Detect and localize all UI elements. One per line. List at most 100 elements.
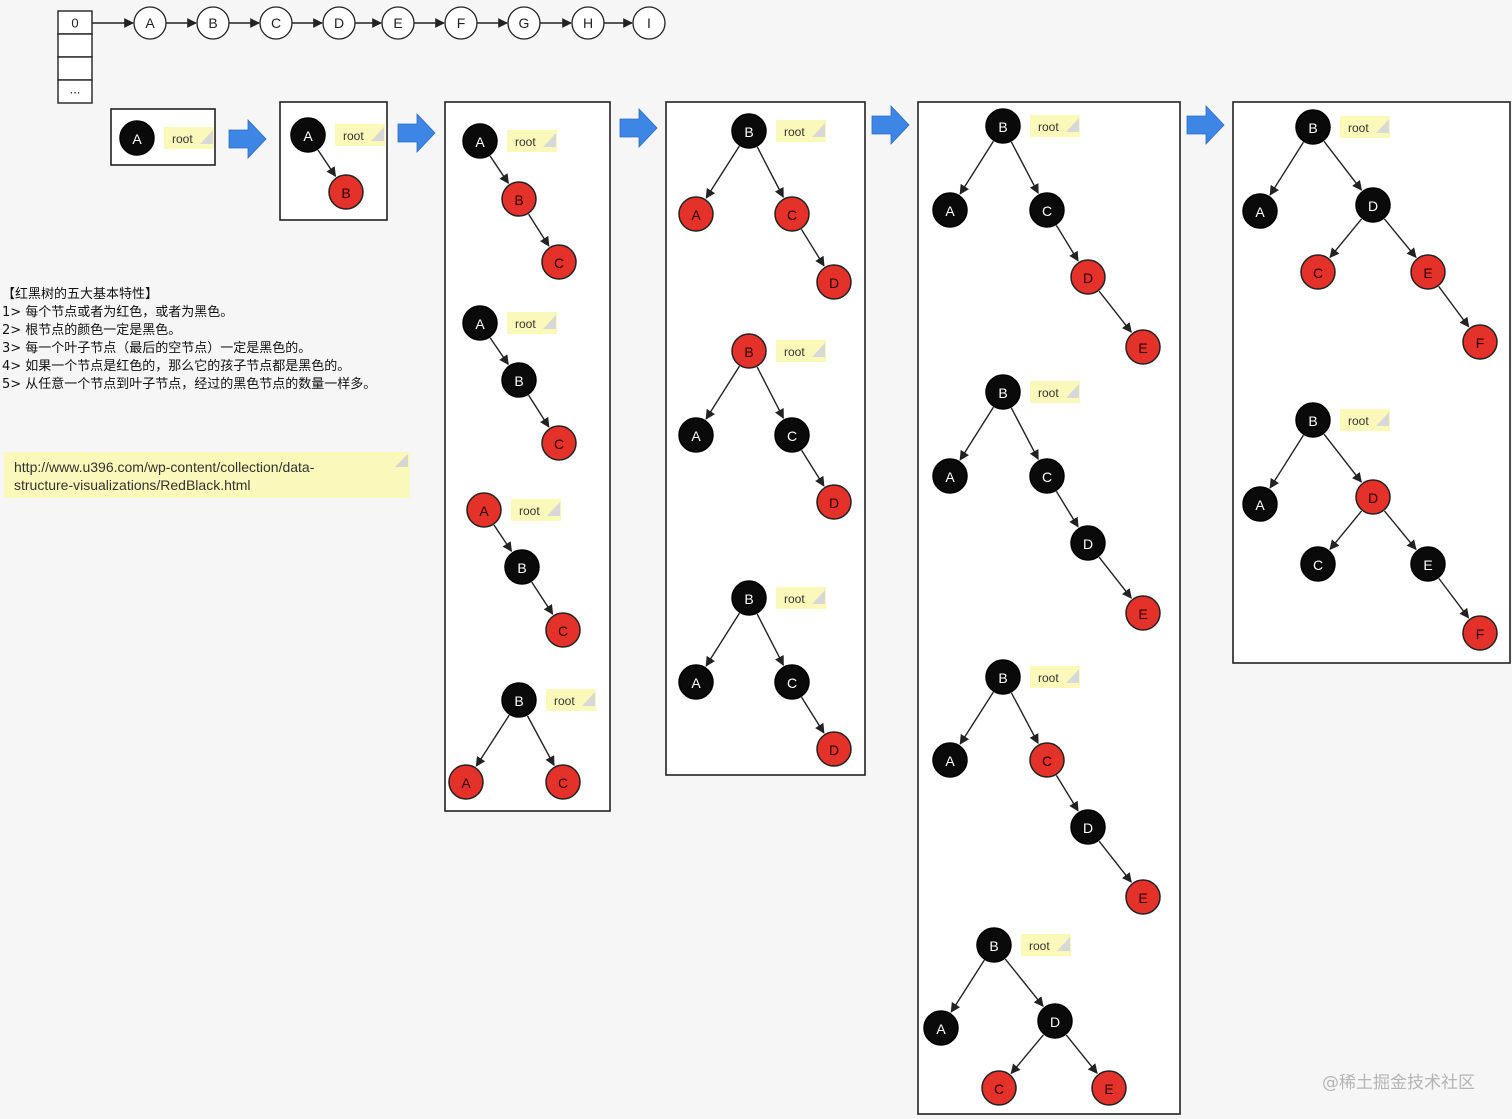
tree-node-C-red xyxy=(541,244,577,280)
tree-edge xyxy=(489,155,509,185)
tree-node-label: D xyxy=(1083,536,1093,552)
step-arrow-icon-3 xyxy=(619,107,658,149)
tree-node-A-black xyxy=(678,664,714,700)
watermark: @稀土掘金技术社区 xyxy=(1322,1073,1475,1093)
tree-node-label: A xyxy=(303,128,313,144)
tree-node-label: A xyxy=(1255,204,1265,220)
tree-node-label: A xyxy=(691,207,701,223)
tree-node-label: C xyxy=(554,255,564,271)
tree-node-label: F xyxy=(1476,335,1485,351)
tree-node-label: A xyxy=(461,775,471,791)
tree-node-label: C xyxy=(787,207,797,223)
tree-edge xyxy=(317,149,337,178)
tree-node-label: A xyxy=(1255,497,1265,513)
sequence-node-label: I xyxy=(647,15,651,31)
tree-node-C-red xyxy=(981,1070,1017,1106)
tree-node-B-black xyxy=(501,682,537,718)
tree-node-label: D xyxy=(829,742,839,758)
sequence-node-label: F xyxy=(457,15,466,31)
tree-node-B-black xyxy=(985,374,1021,410)
tree-edge xyxy=(950,959,985,1013)
tree-node-label: C xyxy=(994,1081,1004,1097)
root-note-4: root xyxy=(507,312,557,334)
tree-node-C-red xyxy=(1300,254,1336,290)
tree-node-label: B xyxy=(1308,120,1317,136)
tree-node-C-red xyxy=(774,196,810,232)
tree-node-C-black xyxy=(774,417,810,453)
tree-node-label: D xyxy=(1083,270,1093,286)
tree-node-F-red xyxy=(1462,615,1498,651)
tree-edge xyxy=(1329,218,1363,259)
note-fold-icon xyxy=(1057,937,1070,951)
tree-node-A-black xyxy=(462,123,498,159)
sequence-node-D xyxy=(322,6,356,40)
root-label: root xyxy=(519,504,540,518)
properties-title: 【红黑树的五大基本特性】 xyxy=(2,287,159,302)
root-label: root xyxy=(784,345,805,359)
step-arrow-icon-1 xyxy=(228,118,267,160)
reference-link-note: http://www.u396.com/wp-content/collectio… xyxy=(4,452,410,498)
root-label: root xyxy=(1348,414,1369,428)
tree-node-B-black xyxy=(985,659,1021,695)
tree-node-label: D xyxy=(1368,198,1378,214)
tree-node-C-red xyxy=(541,425,577,461)
tree-node-label: B xyxy=(989,938,998,954)
array-cell-label: 0 xyxy=(71,16,78,31)
step-arrow-icon-4 xyxy=(871,104,910,146)
link-line-1: http://www.u396.com/wp-content/collectio… xyxy=(14,459,315,475)
root-label: root xyxy=(172,132,193,146)
note-fold-icon xyxy=(543,315,556,329)
sequence-node-E xyxy=(381,6,415,40)
sequence-node-B xyxy=(196,6,230,40)
tree-node-label: E xyxy=(1423,265,1432,281)
tree-edge xyxy=(531,581,554,615)
note-fold-icon xyxy=(812,590,825,604)
tree-node-E-red xyxy=(1125,329,1161,365)
tree-node-label: A xyxy=(691,675,701,691)
array-cell-1 xyxy=(57,33,93,58)
tree-edge xyxy=(1098,840,1132,883)
root-note-14: root xyxy=(1340,116,1390,138)
tree-node-A-red xyxy=(466,492,502,528)
sequence-node-label: A xyxy=(145,15,155,31)
tree-node-label: D xyxy=(1050,1014,1060,1030)
note-fold-icon xyxy=(200,130,213,144)
root-label: root xyxy=(784,125,805,139)
tree-node-A-black xyxy=(462,305,498,341)
tree-edge xyxy=(800,228,825,267)
root-label: root xyxy=(343,129,364,143)
root-note-2: root xyxy=(335,124,385,146)
tree-edge xyxy=(1269,141,1304,196)
tree-edge xyxy=(959,140,994,195)
tree-edge xyxy=(1065,1034,1098,1074)
tree-node-A-black xyxy=(932,458,968,494)
sequence-node-label: H xyxy=(583,15,593,31)
tree-node-label: C xyxy=(558,775,568,791)
tree-node-D-black xyxy=(1355,187,1391,223)
tree-edge xyxy=(1010,692,1039,745)
array-cell-2 xyxy=(57,56,93,81)
tree-edge xyxy=(1010,1034,1044,1075)
tree-node-B-red xyxy=(328,174,364,210)
link-line-2: structure-visualizations/RedBlack.html xyxy=(14,477,251,493)
tree-edge xyxy=(705,365,740,420)
tree-edge xyxy=(756,366,784,419)
note-fold-icon xyxy=(812,343,825,357)
tree-node-E-red xyxy=(1091,1070,1127,1106)
sequence-node-C xyxy=(259,6,293,40)
tree-node-B-black xyxy=(1295,402,1331,438)
root-note-3: root xyxy=(507,130,557,152)
root-label: root xyxy=(1348,121,1369,135)
sequence-node-H xyxy=(571,6,605,40)
tree-node-A-black xyxy=(119,120,155,156)
tree-node-F-red xyxy=(1462,324,1498,360)
tree-edge xyxy=(756,146,784,198)
tree-node-C-red xyxy=(545,764,581,800)
tree-node-D-red xyxy=(816,484,852,520)
note-fold-icon xyxy=(371,127,384,141)
tree-node-label: B xyxy=(514,373,523,389)
tree-node-A-black xyxy=(1242,193,1278,229)
tree-edge xyxy=(1010,141,1039,195)
tree-node-C-black xyxy=(1300,546,1336,582)
tree-node-label: C xyxy=(1313,557,1323,573)
